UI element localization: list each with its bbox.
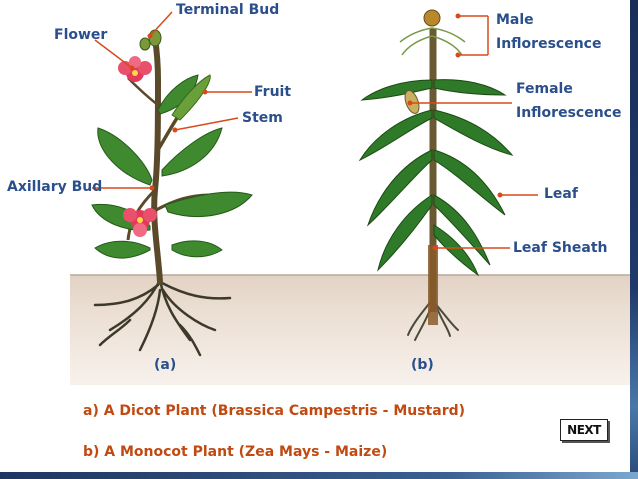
- label-leaf: Leaf: [544, 186, 578, 202]
- dicot-leaves: [91, 74, 253, 259]
- label-stem: Stem: [242, 110, 283, 126]
- label-leaf-sheath: Leaf Sheath: [513, 240, 608, 256]
- right-edge-decoration: [630, 0, 638, 479]
- dicot-roots: [93, 278, 232, 357]
- dicot-plant: [91, 29, 253, 357]
- label-fruit: Fruit: [254, 84, 292, 100]
- bottom-edge-decoration: [0, 472, 638, 479]
- label-male-inflorescence-line1: Male: [496, 12, 534, 28]
- label-flower: Flower: [54, 27, 108, 43]
- label-male-inflorescence-line2: Inflorescence: [496, 36, 602, 52]
- plant-diagram: [70, 9, 630, 385]
- caption-dicot: a) A Dicot Plant (Brassica Campestris - …: [83, 403, 466, 419]
- panel-tag-a: (a): [154, 357, 177, 373]
- tassel: [423, 9, 441, 27]
- monocot-leaves: [358, 79, 514, 277]
- label-female-inflorescence-line2: Inflorescence: [516, 105, 622, 121]
- panel-tag-b: (b): [411, 357, 434, 373]
- leader-lines: [92, 11, 538, 249]
- flower-top: [118, 56, 152, 82]
- next-button[interactable]: NEXT: [560, 419, 608, 441]
- label-axillary-bud: Axillary Bud: [7, 179, 103, 195]
- dicot-stem: [151, 35, 163, 285]
- caption-monocot: b) A Monocot Plant (Zea Mays - Maize): [83, 444, 388, 460]
- fruit-pod: [171, 74, 211, 121]
- monocot-plant: [358, 9, 514, 341]
- label-terminal-bud: Terminal Bud: [176, 2, 280, 18]
- flower-lower: [123, 208, 157, 237]
- label-female-inflorescence-line1: Female: [516, 81, 573, 97]
